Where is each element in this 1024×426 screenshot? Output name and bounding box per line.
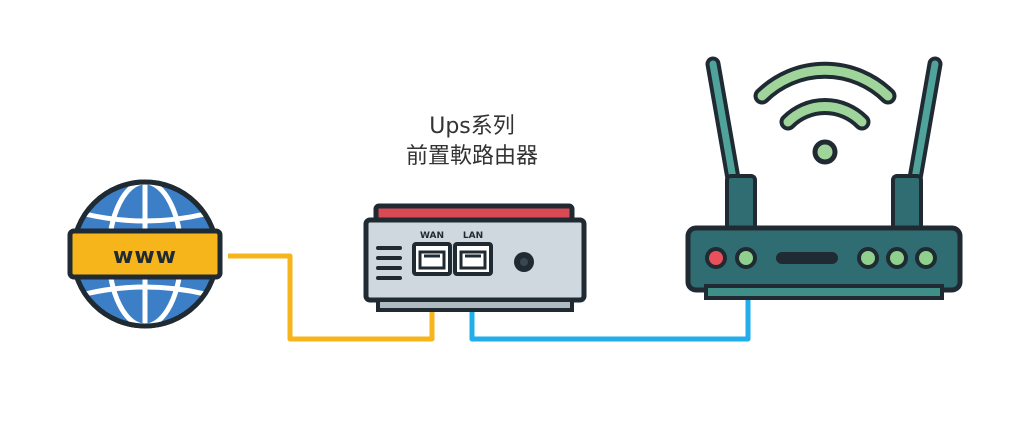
wifi-signal-icon xyxy=(753,61,897,165)
lan-port xyxy=(453,242,493,276)
wan-port-label: WAN xyxy=(420,231,444,241)
power-button-icon xyxy=(514,252,534,272)
device-title: Ups系列 前置軟路由器 xyxy=(372,112,572,172)
device-title-line2: 前置軟路由器 xyxy=(405,144,538,169)
www-badge: www xyxy=(67,228,223,280)
vent-lines-icon xyxy=(376,246,402,280)
wan-cable xyxy=(228,253,435,342)
soft-router-device: WAN LAN xyxy=(363,203,587,312)
router-slot xyxy=(776,252,838,264)
lan-port-label: LAN xyxy=(463,231,483,241)
www-badge-text: www xyxy=(113,244,177,269)
wifi-router-icon xyxy=(685,56,963,300)
left-antenna xyxy=(705,56,757,238)
wan-port xyxy=(412,242,452,276)
right-antenna xyxy=(891,56,943,238)
status-leds xyxy=(705,247,937,269)
device-title-line1: Ups系列 xyxy=(429,114,515,139)
